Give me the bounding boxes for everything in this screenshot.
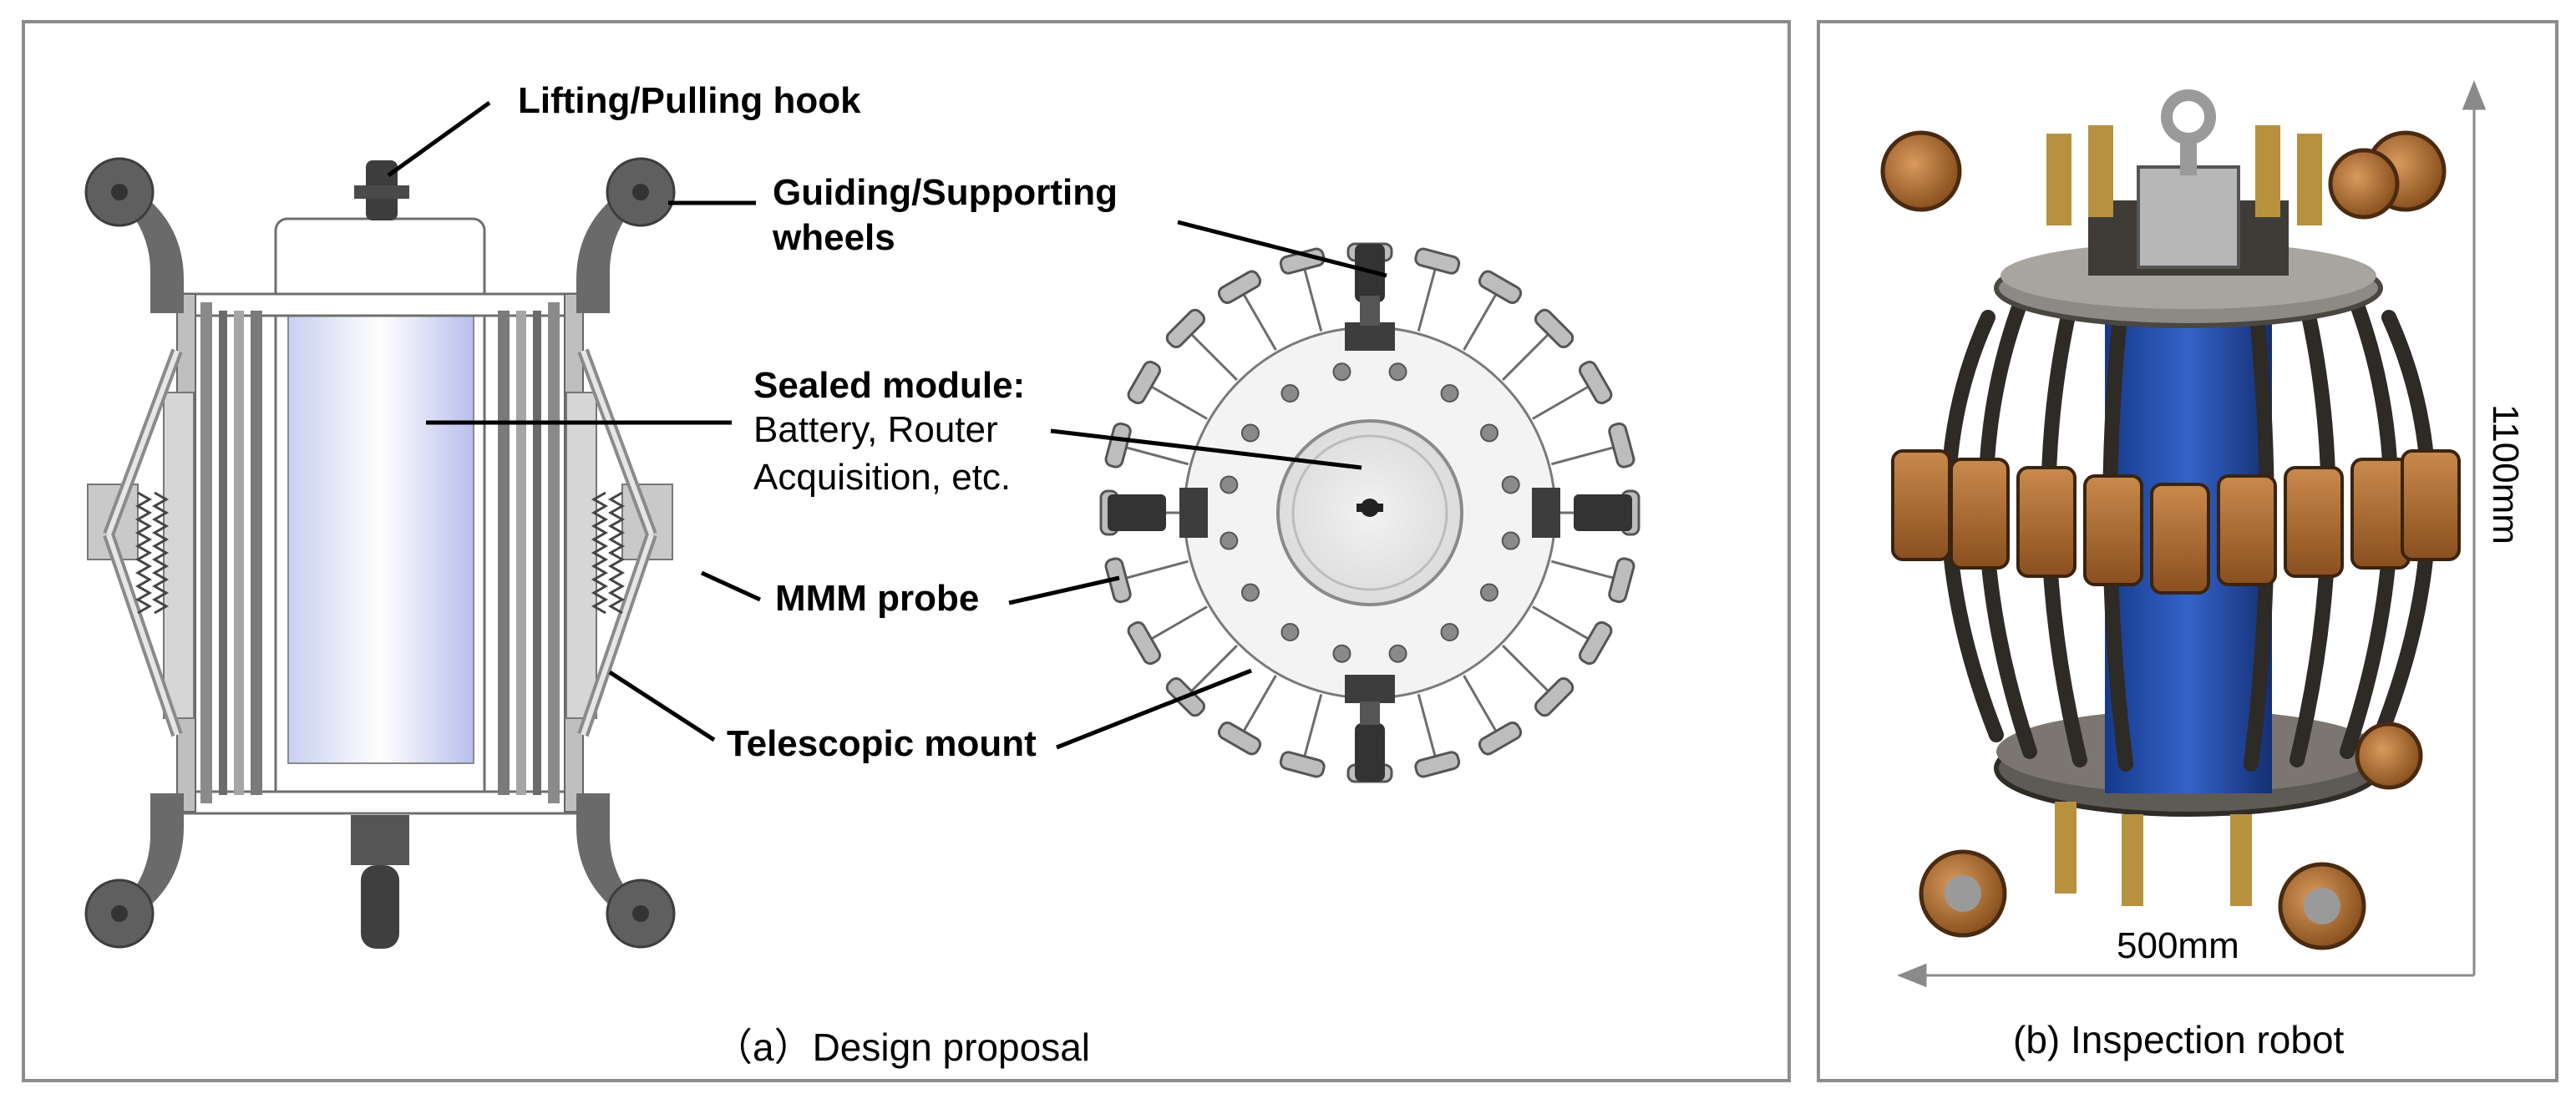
probe-head [1217,270,1262,305]
robot-probe [2217,474,2277,586]
robot-probe [2016,466,2077,578]
probe-arm [1241,675,1277,734]
bolt [1220,475,1239,494]
caption-b: (b) Inspection robot [2013,1018,2345,1061]
bolt [1240,423,1260,443]
probe-arm [1532,605,1591,641]
probe-head [1127,620,1162,666]
sealed-cylinder [287,293,474,764]
probe-head [1127,360,1162,405]
robot-probe [1891,449,1951,561]
probe-arm [1502,645,1551,694]
top-view-drawing [1099,242,1640,783]
robot-probe [2083,474,2143,586]
probe-arm [1123,560,1189,580]
label-guiding-wheels-line1: Guiding/Supporting [773,172,1118,213]
probe-head [1578,620,1613,666]
bolt [1501,531,1520,550]
probe-head [1279,751,1326,778]
probe-head [1414,247,1461,275]
label-sealed-module-title: Sealed module: [753,365,1026,406]
bolt [1440,383,1459,403]
probe-head [1578,360,1613,405]
probe-head [1478,270,1523,305]
probe-arm [1463,291,1498,351]
label-sealed-module-line2: Acquisition, etc. [753,457,1012,498]
probe-arm [1149,384,1208,420]
probe-arm [1550,560,1616,580]
robot-probe [2150,483,2210,595]
bolt [1388,644,1407,663]
dimension-width: 500mm [2117,925,2239,966]
probe-arm [1241,291,1277,351]
probe-arm [1189,645,1238,694]
left-frame [84,157,262,949]
robot-photo [1880,89,2461,950]
probe-arm [1149,605,1208,641]
probe-head [1608,557,1635,604]
bolt [1280,383,1300,403]
probe-head [1478,721,1523,756]
bolt [1480,423,1499,443]
right-frame [498,157,676,949]
bolt [1280,623,1300,642]
dimension-height: 1100mm [2485,404,2526,544]
bolt [1480,583,1499,602]
bolt [1220,531,1239,550]
leader-lines [387,100,1387,750]
probe-head [1414,751,1461,778]
robot-probe [1950,458,2010,570]
probe-arm [1417,693,1438,759]
probe-arm [1502,332,1551,381]
bolt [1388,362,1407,382]
label-telescopic-mount: Telescopic mount [727,723,1037,764]
bolt [1332,644,1351,663]
probe-head [1104,422,1132,468]
label-sealed-module-line1: Battery, Router [753,409,998,450]
bolt [1501,475,1520,494]
probe-arm [1463,675,1498,734]
probe-head [1534,308,1575,349]
probe-arm [1532,384,1591,420]
probe-arm [1302,266,1323,332]
bottom-wheel [361,865,399,949]
robot-probe [2350,458,2411,570]
bolt [1332,362,1351,382]
robot-probe [2284,466,2344,578]
label-mmm-probe: MMM probe [775,578,980,619]
probe-arm [1550,445,1616,466]
label-lifting-hook: Lifting/Pulling hook [518,80,861,121]
robot-probe [2401,449,2461,561]
probe-head [1165,308,1206,349]
probe-arm [1302,693,1323,759]
label-guiding-wheels-line2: wheels [773,217,895,258]
caption-a: （a）Design proposal [714,1025,1091,1069]
probe-arm [1189,332,1238,381]
probe-head [1217,721,1262,756]
robot-hook [2161,89,2216,144]
probe-head [1608,422,1635,468]
dimension-arrows [1896,79,2487,988]
probe-head [1534,676,1575,717]
bolt [1440,623,1459,642]
side-view-drawing [84,157,676,949]
probe-arm [1123,445,1189,466]
probe-arm [1417,266,1438,332]
bolt [1240,583,1260,602]
